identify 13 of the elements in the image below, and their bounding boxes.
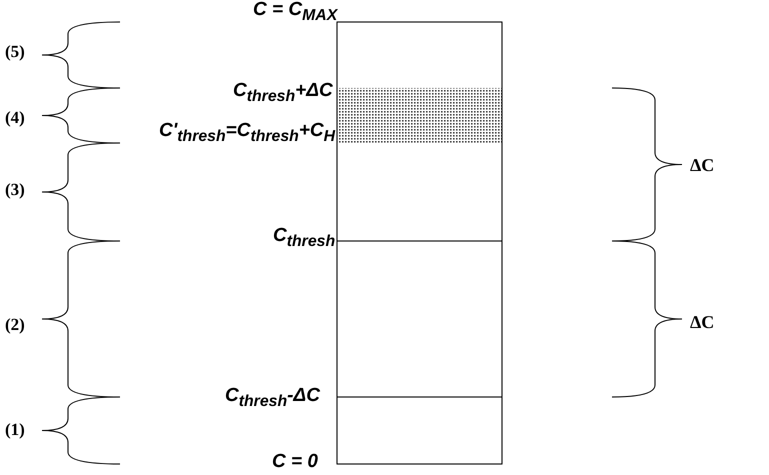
level-label: C$_{thresh}$-ΔC (225, 385, 320, 411)
delta-label: ΔC (690, 154, 714, 176)
level-label: C$_{thresh}$ (273, 225, 336, 251)
region-number: (3) (5, 180, 25, 200)
region-number: (5) (5, 42, 25, 62)
level-label: C$_{thresh}$+ΔC (233, 80, 333, 106)
level-label: C = 0 (272, 451, 318, 473)
region-number: (2) (5, 315, 25, 335)
region-number: (1) (5, 420, 25, 440)
region-number: (4) (5, 108, 25, 128)
delta-label: ΔC (690, 312, 714, 332)
level-label: C'$_{thresh}$=C$_{thresh}$+C$_{H}$ (159, 120, 336, 146)
level-label: C = C$_{MAX}$ (253, 0, 338, 25)
